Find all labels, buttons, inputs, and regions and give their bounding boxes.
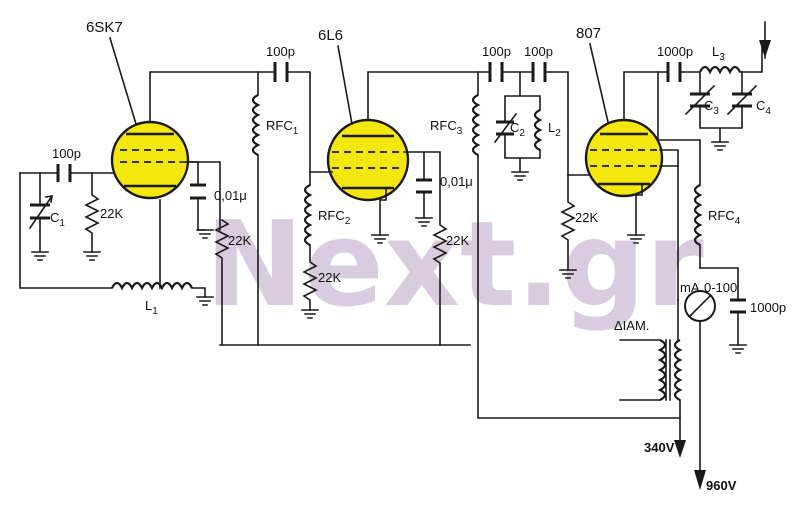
label-100p-input: 100p: [52, 146, 81, 161]
label-22k-3: 22K: [318, 270, 341, 285]
label-22k-5: 22K: [575, 210, 598, 225]
label-22k-4: 22K: [446, 233, 469, 248]
choke-rfc3: [471, 94, 481, 156]
label-rfc3: RFC3: [430, 118, 463, 137]
driver-stage: [251, 62, 491, 346]
label-c3: C3: [704, 98, 719, 117]
choke-rfc1: [251, 94, 261, 156]
resistor-22k-driver: [302, 171, 318, 311]
label-c4: C4: [756, 98, 771, 117]
label-001-b: 0,01μ: [440, 174, 473, 189]
label-meter-unit: mA: [680, 280, 700, 295]
label-22k-1: 22K: [100, 206, 123, 221]
label-meter-range: 0-100: [704, 280, 737, 295]
tube-label-6l6: 6L6: [318, 27, 343, 44]
label-l1: L1: [145, 298, 158, 317]
label-100p-b: 100p: [482, 44, 511, 59]
tube-label-6sk7: 6SK7: [86, 19, 123, 36]
label-340v: 340V: [644, 440, 675, 455]
final-stage: [471, 21, 771, 490]
label-1000p-output: 1000p: [657, 44, 693, 59]
label-22k-2: 22K: [228, 233, 251, 248]
label-rfc2: RFC2: [318, 208, 351, 227]
labels: 6SK7 6L6 807 100p 100p 100p 100p 1000p 1…: [50, 19, 786, 493]
label-rfc4: RFC4: [708, 208, 741, 227]
label-c2: C2: [510, 120, 525, 139]
label-l3: L3: [712, 44, 725, 63]
ground-symbols: [31, 141, 747, 354]
resistor-22k-grid: [84, 172, 100, 253]
label-1000p-meter: 1000p: [750, 300, 786, 315]
inductor-l1: [111, 281, 193, 291]
watermark: Next.gr: [205, 195, 704, 333]
label-l2: L2: [548, 120, 561, 139]
label-960v: 960V: [706, 478, 737, 493]
modulation-transformer: [673, 339, 683, 401]
label-100p-a: 100p: [266, 44, 295, 59]
label-100p-c: 100p: [524, 44, 553, 59]
label-c1: C1: [50, 210, 65, 229]
inductor-l3: [699, 65, 741, 75]
tube-label-807: 807: [576, 25, 601, 42]
antenna-arrow: [759, 40, 771, 58]
resistor-22k-screen: [214, 218, 230, 346]
label-modulator: ΔIAM.: [614, 318, 649, 333]
label-001-a: 0,01μ: [214, 188, 247, 203]
choke-rfc4: [693, 184, 703, 246]
choke-rfc2: [303, 184, 313, 246]
input-stage: [19, 71, 471, 346]
resistor-22k-final: [560, 174, 576, 271]
label-rfc1: RFC1: [266, 118, 299, 137]
resistor-22k-driver-screen: [403, 151, 448, 346]
inductor-l2: [533, 109, 543, 151]
